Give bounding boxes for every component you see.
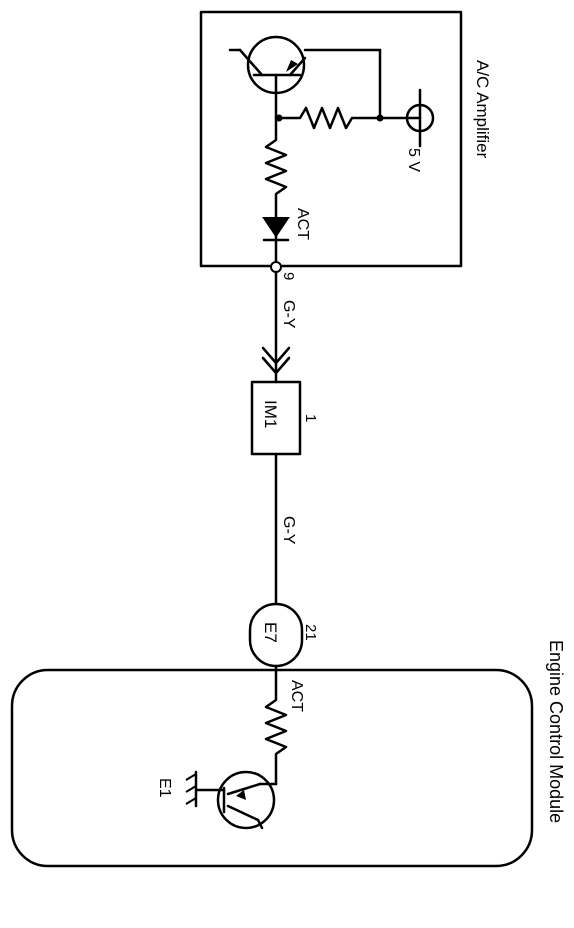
connector-e7-label: E7 <box>261 622 280 643</box>
supply-voltage-label: 5 V <box>405 148 422 172</box>
supply-5v-terminal-icon <box>405 88 435 148</box>
ac-amplifier-pin-terminal <box>270 261 282 273</box>
connector-e7-pin-number: 21 <box>302 624 319 641</box>
ground-icon <box>185 770 198 808</box>
ac-amplifier-transistor <box>228 35 382 120</box>
ecm-title: Engine Control Module <box>546 640 566 823</box>
ecm-box <box>10 668 534 868</box>
ground-label: E1 <box>156 778 173 798</box>
ac-amplifier-box <box>199 10 463 268</box>
connector-im1-pin-number: 1 <box>302 414 319 422</box>
ac-amplifier-pullup-resistor <box>274 106 422 130</box>
ac-amplifier-act-label: ACT <box>294 208 311 240</box>
chevron-connector-icon <box>261 346 291 375</box>
ac-amplifier-pin-number: 9 <box>280 272 297 280</box>
wire-color-label-lower: G-Y <box>280 516 297 545</box>
wire-color-label-upper: G-Y <box>280 300 297 329</box>
connector-im1-label: IM1 <box>261 400 280 428</box>
ecm-act-label: ACT <box>288 680 305 712</box>
ecm-transistor <box>194 770 278 830</box>
ac-amplifier-diode-icon <box>262 217 290 264</box>
ecm-resistor <box>264 664 288 786</box>
ac-amplifier-series-resistor <box>264 116 288 220</box>
ac-amplifier-title: A/C Amplifier <box>473 60 492 159</box>
